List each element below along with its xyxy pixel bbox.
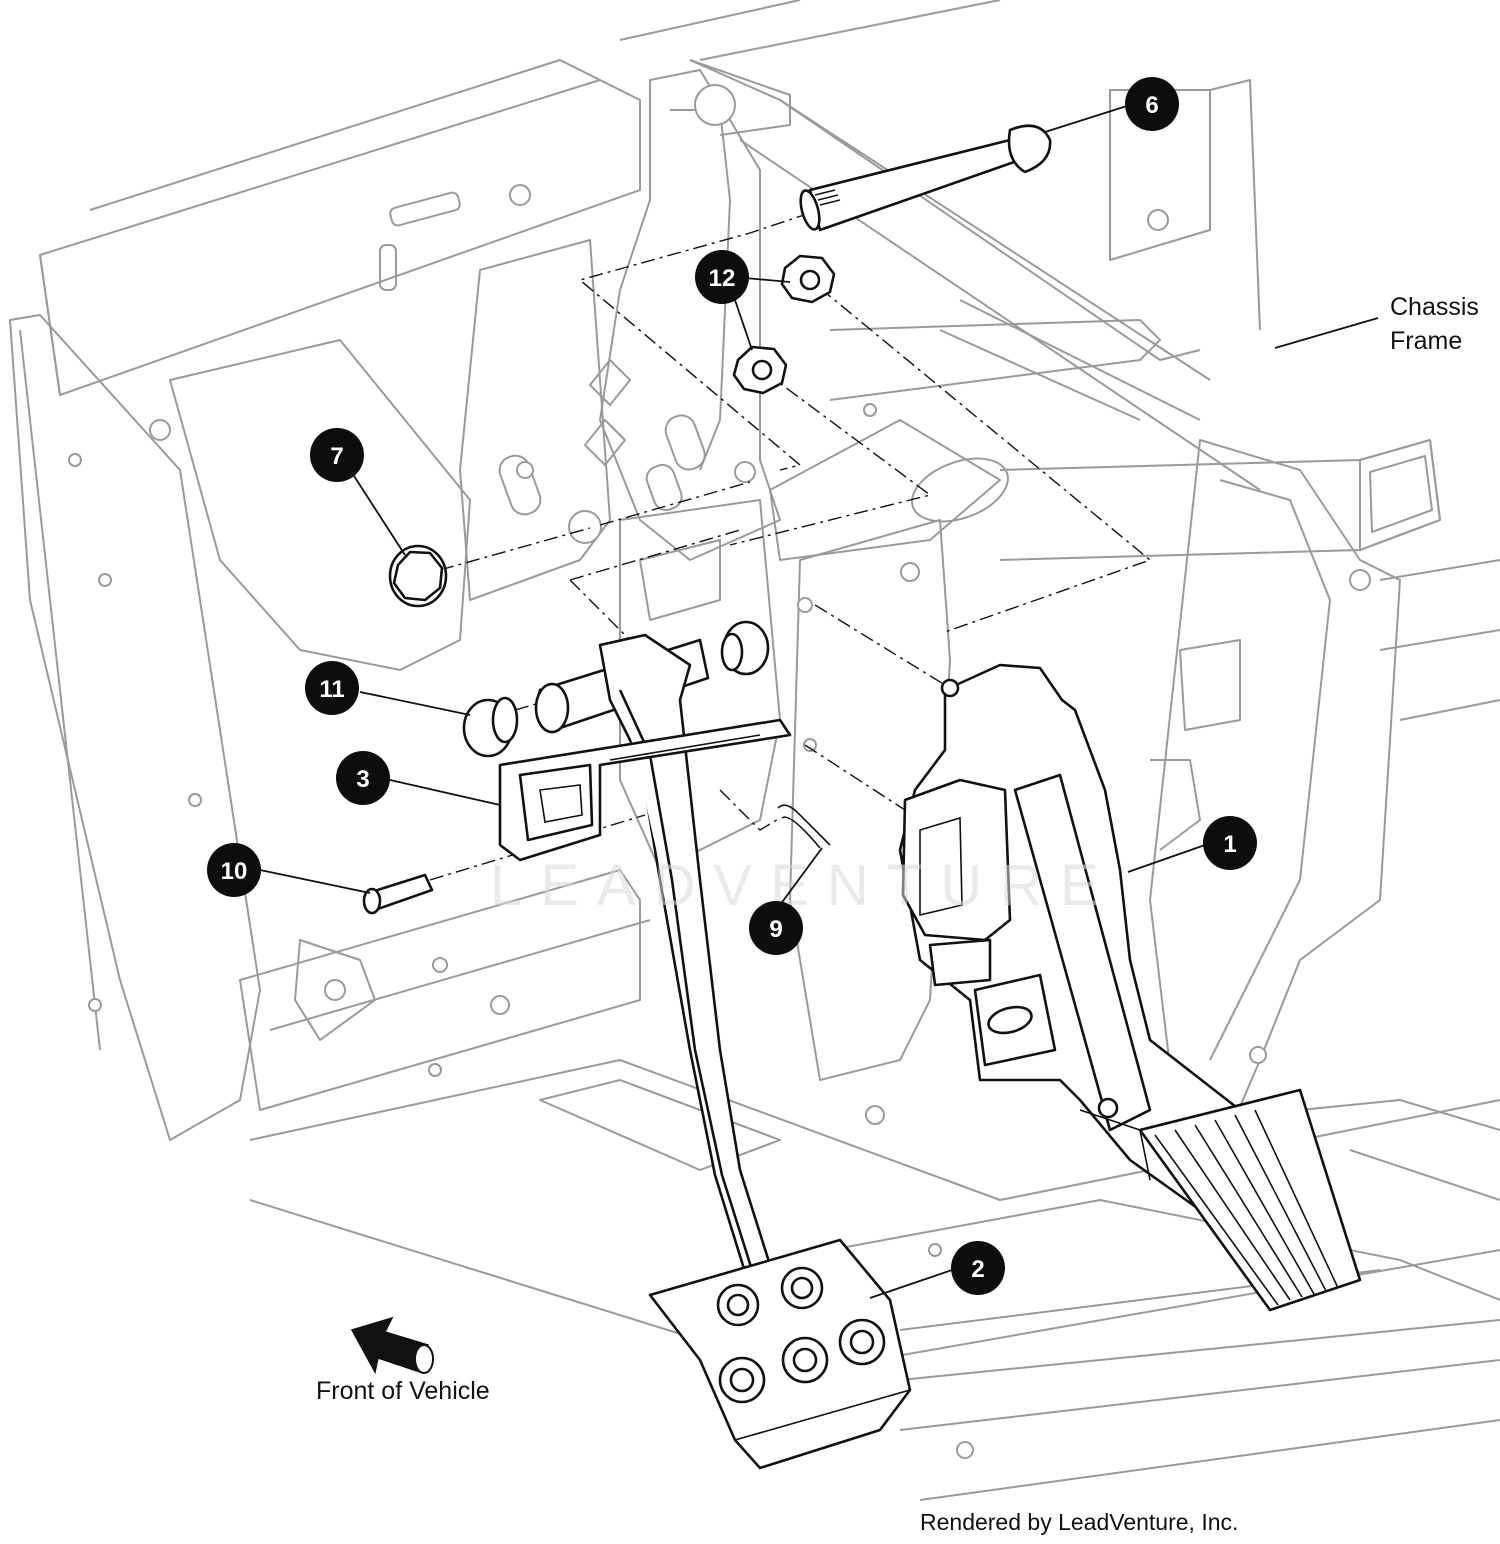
- clevis-pin: [362, 873, 434, 915]
- svg-text:10: 10: [221, 858, 248, 885]
- svg-text:2: 2: [971, 1256, 984, 1283]
- svg-text:9: 9: [769, 916, 782, 943]
- pedal-stop-bracket: [498, 718, 792, 862]
- chassis-frame-label-line1: Chassis: [1390, 293, 1479, 321]
- front-of-vehicle-label: Front of Vehicle: [316, 1377, 490, 1405]
- callout-3: 3: [336, 751, 390, 805]
- cotter-pin: [777, 804, 831, 849]
- brake-pedal: [534, 633, 912, 1470]
- accelerator-pedal: [898, 663, 1362, 1312]
- svg-text:3: 3: [356, 766, 369, 793]
- credit-text: Rendered by LeadVenture, Inc.: [920, 1509, 1238, 1535]
- callout-1: 1: [1203, 816, 1257, 870]
- callout-10: 10: [207, 843, 261, 897]
- bushings: [462, 620, 770, 758]
- svg-text:1: 1: [1223, 831, 1236, 858]
- callout-11: 11: [305, 661, 359, 715]
- flange-nuts: [732, 254, 836, 395]
- svg-text:7: 7: [330, 443, 343, 470]
- svg-text:11: 11: [319, 676, 344, 703]
- front-direction-arrow-icon: [350, 1316, 434, 1375]
- chassis-frame-label-line2: Frame: [1390, 327, 1462, 355]
- callout-2: 2: [951, 1241, 1005, 1295]
- watermark: LEADVENTURE: [490, 853, 1117, 918]
- large-flange-nut: [388, 544, 448, 608]
- callout-6: 6: [1125, 77, 1179, 131]
- callout-12: 12: [695, 250, 749, 304]
- leader-lines: [259, 104, 1379, 1299]
- callout-9: 9: [749, 901, 803, 955]
- svg-text:6: 6: [1145, 92, 1158, 119]
- pivot-bolt: [799, 124, 1052, 232]
- svg-text:12: 12: [709, 265, 736, 292]
- callout-7: 7: [310, 428, 364, 482]
